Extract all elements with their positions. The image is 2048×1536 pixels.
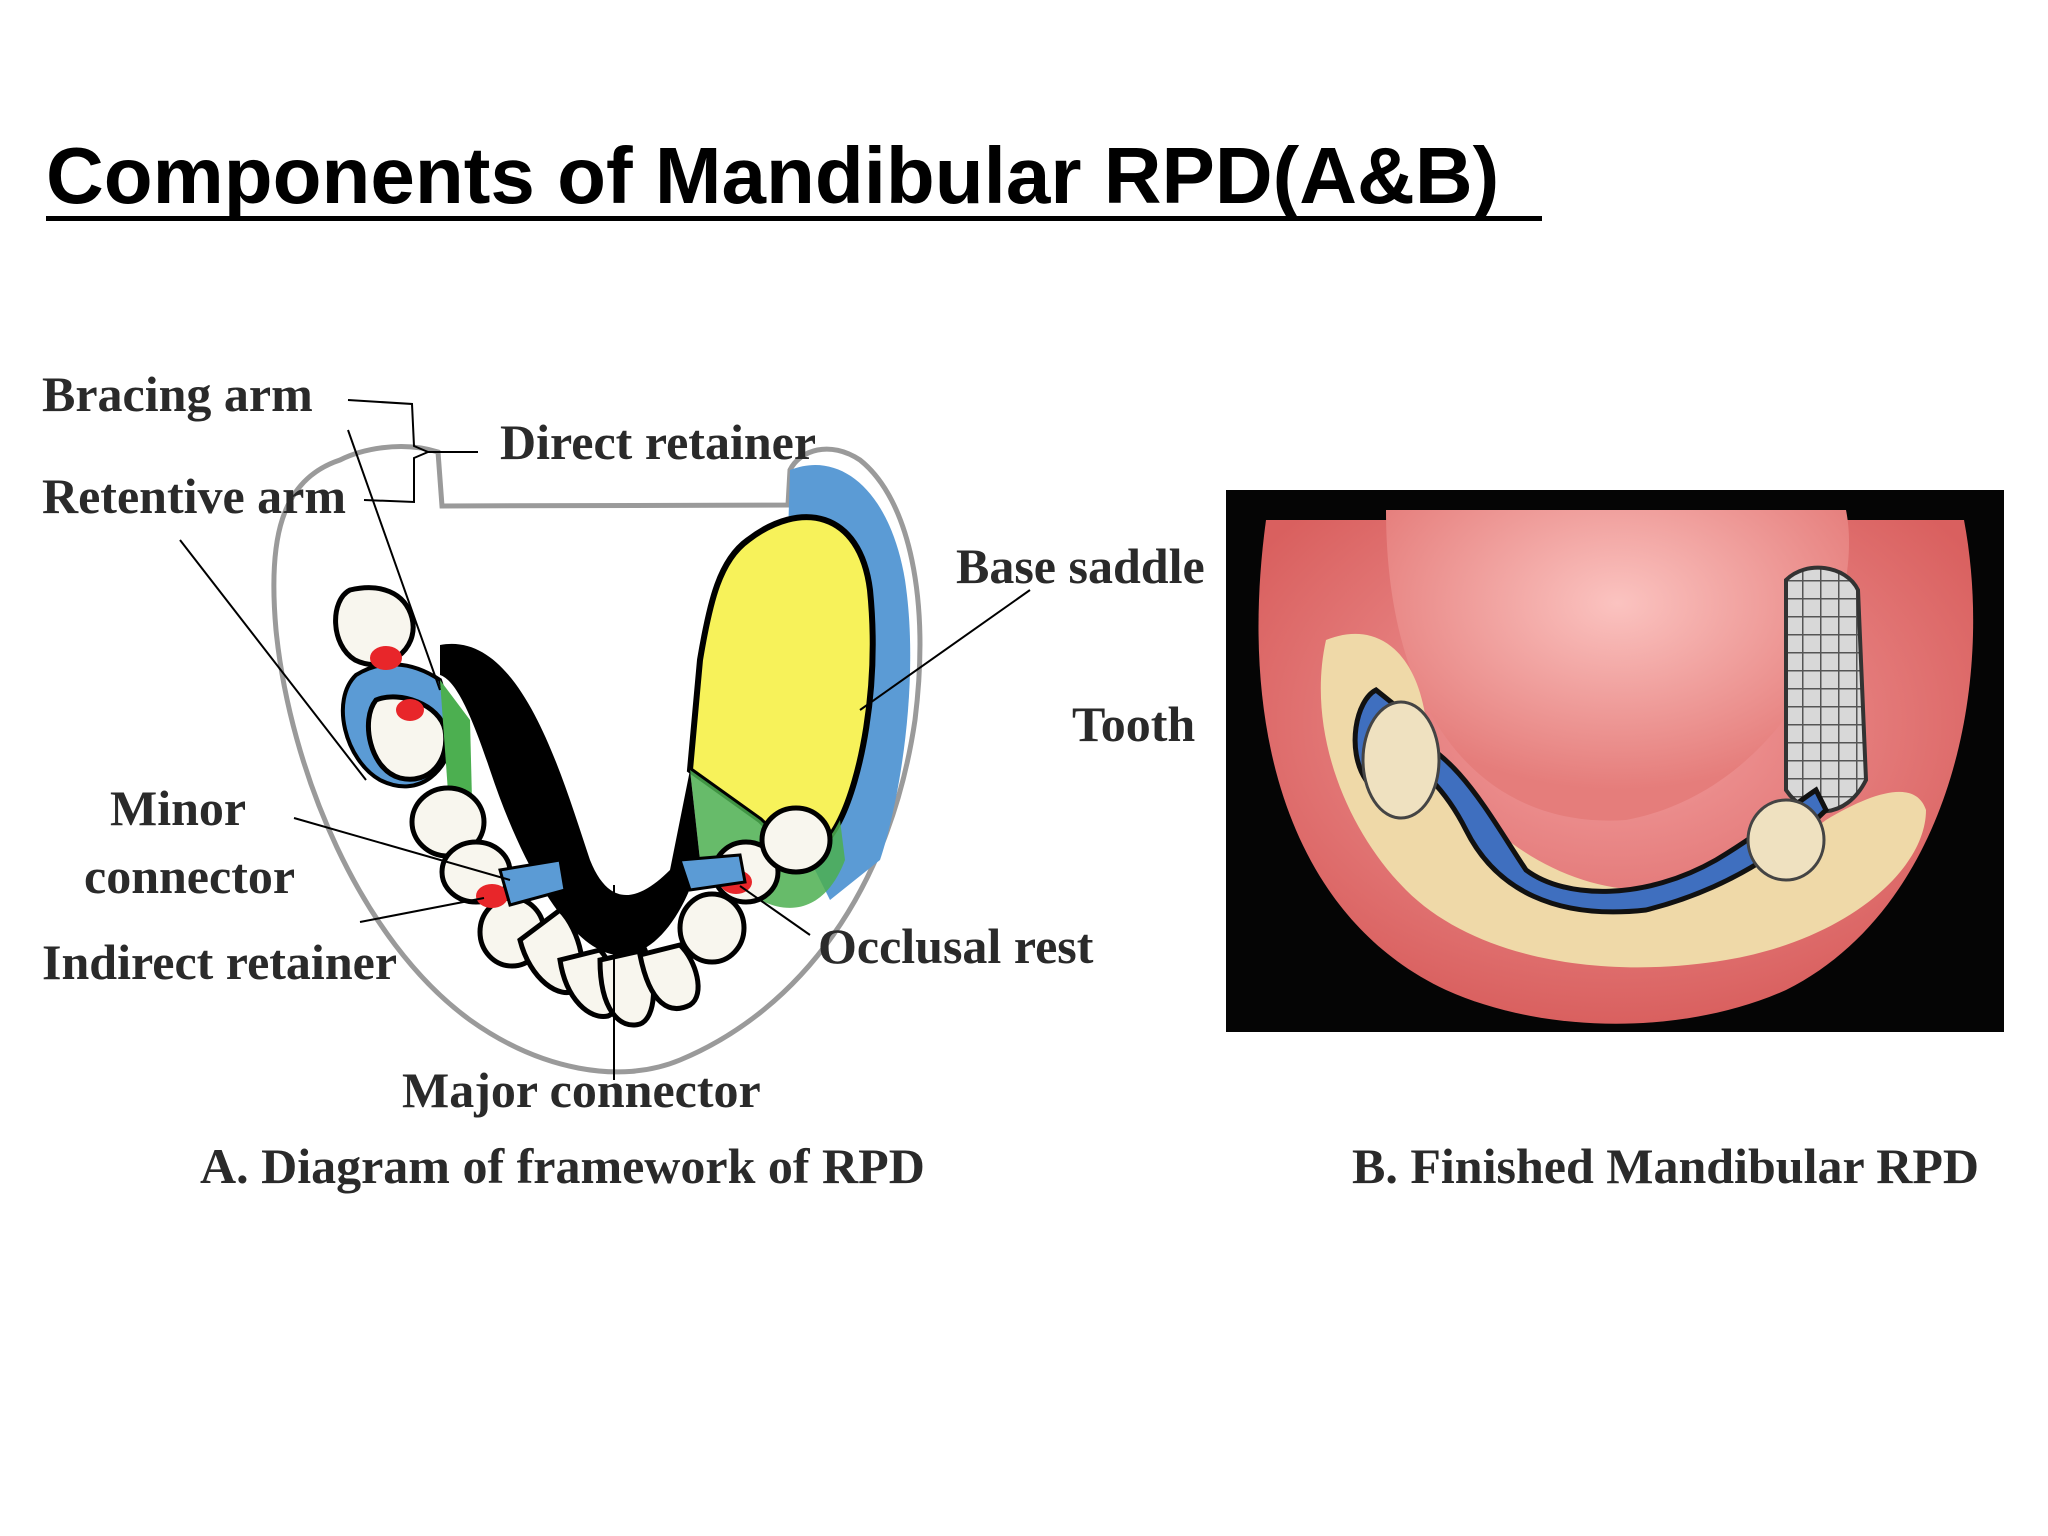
page-title: Components of Mandibular RPD(A&B) [46, 131, 1500, 220]
photo-tongue [1386, 510, 1850, 821]
label-indirect-retainer: Indirect retainer [42, 934, 398, 990]
left-green-gum [440, 680, 472, 820]
label-tooth: Tooth [1072, 696, 1196, 752]
label-base-saddle: Base saddle [956, 538, 1205, 594]
label-major-connector: Major connector [402, 1062, 761, 1118]
tooth-10 [759, 805, 833, 875]
tooth-7 [637, 942, 701, 1011]
left-rest-red-2 [396, 699, 424, 721]
label-retentive-arm: Retentive arm [42, 468, 347, 524]
finished-rpd-photo [1226, 490, 2004, 1032]
photo-acrylic-base [1320, 633, 1926, 968]
label-occlusal-rest: Occlusal rest [818, 918, 1094, 974]
caption-a: A. Diagram of framework of RPD [200, 1138, 925, 1194]
photo-abutment-right [1746, 798, 1826, 882]
minor-connector-right [677, 853, 747, 892]
title-underline [46, 216, 1542, 221]
caption-b: B. Finished Mandibular RPD [1352, 1138, 1980, 1194]
photo-abutment-left [1361, 700, 1441, 820]
major-connector-bar [440, 643, 700, 956]
label-direct-retainer: Direct retainer [500, 414, 817, 470]
minor-connector-left [498, 858, 567, 907]
photo-metal-mesh [1784, 565, 1869, 814]
label-minor-line2: connector [84, 848, 296, 904]
left-rest-red-1 [370, 646, 402, 670]
label-minor-line1: Minor [110, 780, 247, 836]
indirect-retainer-red [476, 884, 508, 908]
finished-rpd-svg [1226, 490, 2004, 1032]
rpd-framework-diagram: Bracing arm Direct retainer Retentive ar… [0, 300, 1240, 1260]
base-saddle-yellow [686, 514, 876, 853]
tooth-8 [677, 891, 747, 965]
label-bracing-arm: Bracing arm [42, 366, 313, 422]
rpd-framework-svg [179, 399, 1031, 1080]
photo-lingual-bar [1388, 726, 1830, 915]
leader-lines [179, 399, 1031, 1080]
